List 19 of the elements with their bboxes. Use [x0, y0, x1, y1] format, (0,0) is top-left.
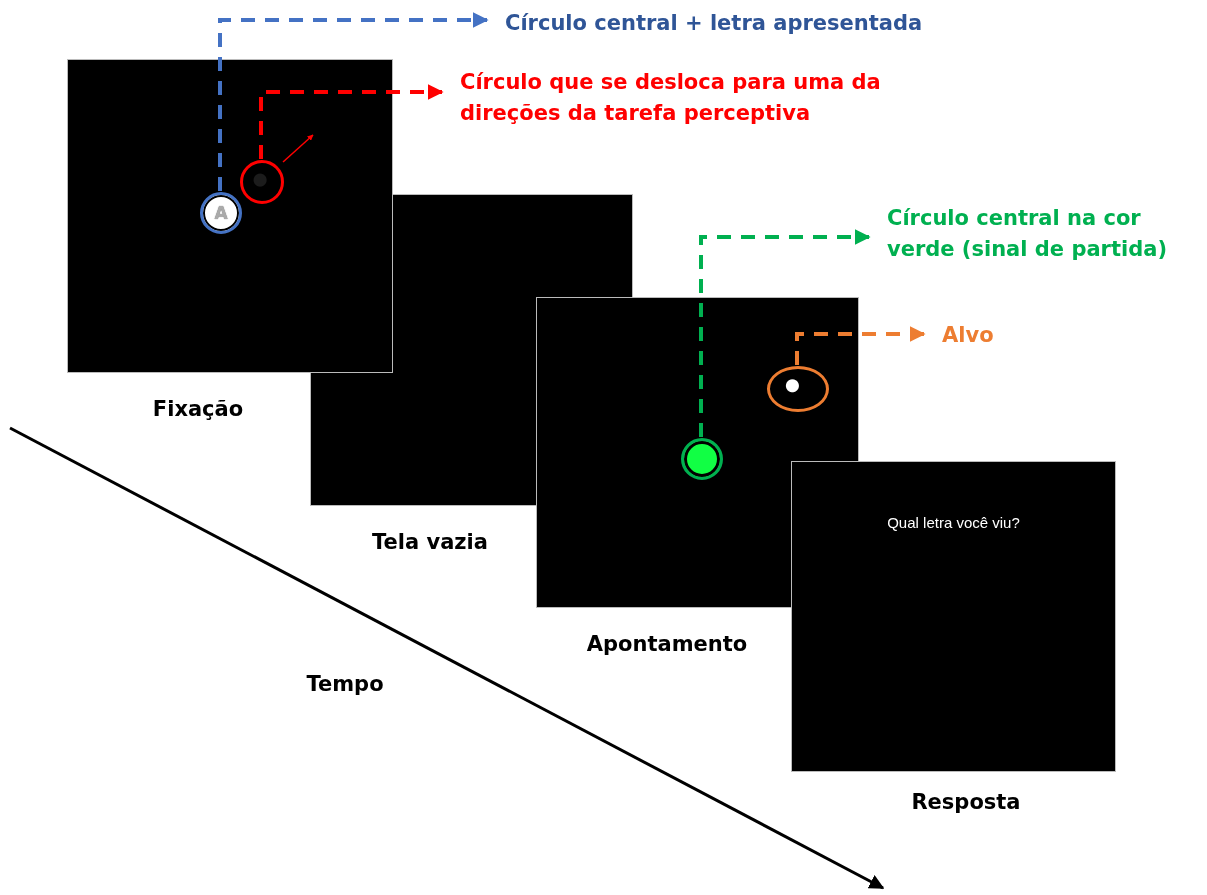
leader-line: [218, 12, 489, 191]
screen-panel: [791, 461, 1116, 772]
screen-panel: [67, 59, 393, 373]
axis-label: Tempo: [306, 672, 384, 696]
leader-line: [795, 326, 926, 365]
callout-text: Círculo central + letra apresentada: [505, 8, 985, 39]
start-signal-circle: [681, 438, 723, 480]
screen-caption: Fixação: [152, 397, 244, 421]
moving-circle: [240, 160, 284, 204]
callout-text: Alvo: [942, 320, 1022, 351]
screen-caption: Apontamento: [586, 632, 748, 656]
letter-circle: A: [200, 192, 242, 234]
screen-caption: Resposta: [911, 790, 1021, 814]
screen-caption: Tela vazia: [372, 530, 488, 554]
leader-line: [699, 229, 871, 437]
callout-text: Círculo central na cor verde (sinal de partida): [887, 203, 1205, 265]
callout-text: Círculo que se desloca para uma da direções da tarefa perceptiva: [460, 67, 940, 129]
leader-line: [259, 84, 444, 159]
question-text: Qual letra você viu?: [886, 514, 1021, 531]
